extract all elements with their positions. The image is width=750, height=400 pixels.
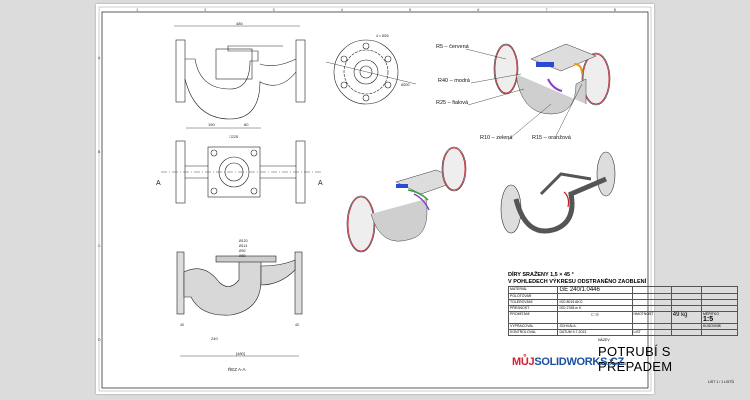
svg-text:Ø114: Ø114: [239, 244, 247, 248]
side-view: 4 × Ø26 Ø200: [325, 34, 417, 105]
svg-text:Ø120: Ø120: [239, 239, 248, 243]
zone-label: A: [98, 56, 101, 60]
zone-label: 8: [614, 8, 616, 12]
drawing-canvas: 1 2 3 4 5 6 7 8 A B C D 480 190 80 4 × Ø26 Ø200 □2…: [98, 6, 652, 392]
isometric-render-model: [346, 146, 467, 253]
zone-label: 1: [136, 8, 138, 12]
zone-label: 6: [477, 8, 479, 12]
svg-text:[480]: [480]: [236, 351, 245, 356]
zone-label: 7: [546, 8, 548, 12]
note-line-1: DÍRY SRAŽENY 1,5 × 45 °: [508, 272, 574, 278]
section-mark-left: A: [156, 180, 161, 187]
top-view: □225 A A: [156, 134, 323, 204]
front-view: 480 190 80: [174, 21, 306, 129]
svg-text:40: 40: [180, 323, 184, 327]
sheet-count: LIST 1 / 1 LISTŮ: [707, 380, 734, 384]
svg-text:40: 40: [295, 323, 299, 327]
zone-label: 5: [409, 8, 411, 12]
zone-label: 4: [341, 8, 343, 12]
svg-text:R5 – červená: R5 – červená: [436, 44, 470, 50]
title-block: DÍRY SRAŽENY 1,5 × 45 ° V POHLEDECH VÝKR…: [507, 272, 739, 388]
svg-text:R10 – zelená: R10 – zelená: [480, 135, 513, 141]
svg-text:4 × Ø26: 4 × Ø26: [376, 34, 389, 38]
logo: MŮJSOLIDWORKS.CZ: [512, 356, 624, 368]
svg-text:Ø80: Ø80: [239, 254, 246, 258]
zone-label: C: [98, 244, 101, 248]
svg-text:□225: □225: [229, 134, 239, 139]
svg-text:R40 – modrá: R40 – modrá: [438, 78, 471, 84]
svg-text:240: 240: [211, 336, 218, 341]
border-frame: [101, 11, 649, 389]
section-caption: ŘEZ A-A: [228, 365, 246, 372]
svg-text:Ø200: Ø200: [401, 83, 410, 87]
zone-label: B: [98, 150, 101, 154]
svg-text:190: 190: [208, 122, 215, 127]
section-mark-right: A: [318, 180, 323, 187]
drawing-title: POTRUBÍ S PŘEPADEM: [598, 344, 673, 374]
drawing-sheet: 1 2 3 4 5 6 7 8 A B C D 480 190 80 4 × Ø26 Ø200 □2…: [96, 4, 739, 394]
svg-text:R25 – fialová: R25 – fialová: [436, 100, 469, 106]
dim-480: 480: [236, 21, 243, 26]
zone-label: 2: [204, 8, 206, 12]
material-value: GE 240/1.0446: [557, 286, 633, 294]
zone-label: D: [98, 338, 101, 342]
note-line-2: V POHLEDECH VÝKRESU ODSTRANĚNO ZAOBLENÍ: [508, 279, 647, 285]
svg-text:R15 – oranžová: R15 – oranžová: [532, 135, 572, 141]
svg-text:Ø92: Ø92: [239, 249, 246, 253]
zone-label: 3: [273, 8, 275, 12]
svg-text:80: 80: [244, 122, 249, 127]
isometric-render-cutaway: [500, 151, 616, 234]
isometric-render-callouts: R5 – červená R40 – modrá R25 – fialová R…: [436, 43, 611, 141]
projection-symbol: ⊏⊕: [557, 311, 633, 324]
section-view: Ø120 Ø114 Ø92 Ø80 240 [480] 40 40 ŘEZ A-…: [176, 239, 303, 372]
